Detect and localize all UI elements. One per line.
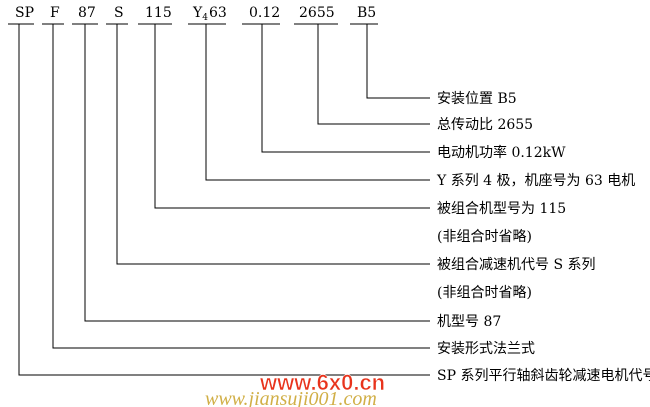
code-87: 87 bbox=[78, 5, 96, 21]
label-mounting-position: 安装位置 B5 bbox=[437, 91, 517, 107]
code-f: F bbox=[50, 5, 60, 21]
label-omit-note-1: (非组合时省略) bbox=[437, 229, 532, 245]
leader-f bbox=[52, 24, 430, 349]
code-motor-63: 63 bbox=[209, 5, 227, 21]
code-motor-y: Y bbox=[192, 5, 203, 21]
leader-sp bbox=[18, 24, 430, 376]
code-row: SP F 87 S 115 Y463 0.12 2655 B5 bbox=[15, 5, 376, 23]
description-labels: 安装位置 B5 总传动比 2655 电动机功率 0.12kW Y 系列 4 极，… bbox=[436, 91, 650, 384]
watermark-site: www.6x0.cn bbox=[259, 370, 385, 395]
leader-b5 bbox=[366, 24, 430, 99]
label-model-number: 机型号 87 bbox=[437, 314, 501, 330]
label-combined-series: 被组合减速机代号 S 系列 bbox=[437, 257, 596, 273]
leader-power bbox=[261, 24, 430, 153]
code-s: S bbox=[114, 5, 124, 21]
leader-115 bbox=[154, 24, 430, 209]
code-b5: B5 bbox=[357, 5, 376, 21]
label-motor-power: 电动机功率 0.12kW bbox=[437, 144, 566, 161]
code-sp: SP bbox=[15, 5, 34, 21]
label-omit-note-2: (非组合时省略) bbox=[437, 285, 532, 301]
code-motor-sub: 4 bbox=[202, 13, 208, 23]
watermark-domain: www.jiansuji001.com bbox=[205, 388, 377, 407]
leader-87 bbox=[84, 24, 430, 322]
code-115: 115 bbox=[145, 5, 172, 21]
label-motor-series: Y 系列 4 极，机座号为 63 电机 bbox=[436, 173, 635, 189]
leader-lines bbox=[18, 24, 430, 376]
leader-ratio bbox=[317, 24, 430, 125]
label-total-ratio: 总传动比 2655 bbox=[437, 117, 533, 133]
leader-motor bbox=[205, 24, 430, 181]
label-mounting-form: 安装形式法兰式 bbox=[437, 341, 535, 357]
code-ratio: 2655 bbox=[299, 5, 335, 21]
code-power: 0.12 bbox=[249, 5, 280, 21]
watermark: www.6x0.cn www.jiansuji001.com bbox=[205, 370, 385, 407]
label-series-code: SP 系列平行轴斜齿轮减速电机代号 bbox=[437, 368, 650, 384]
code-motor: Y463 bbox=[192, 5, 227, 23]
label-combined-model: 被组合机型号为 115 bbox=[437, 201, 566, 217]
leader-s bbox=[116, 24, 430, 265]
